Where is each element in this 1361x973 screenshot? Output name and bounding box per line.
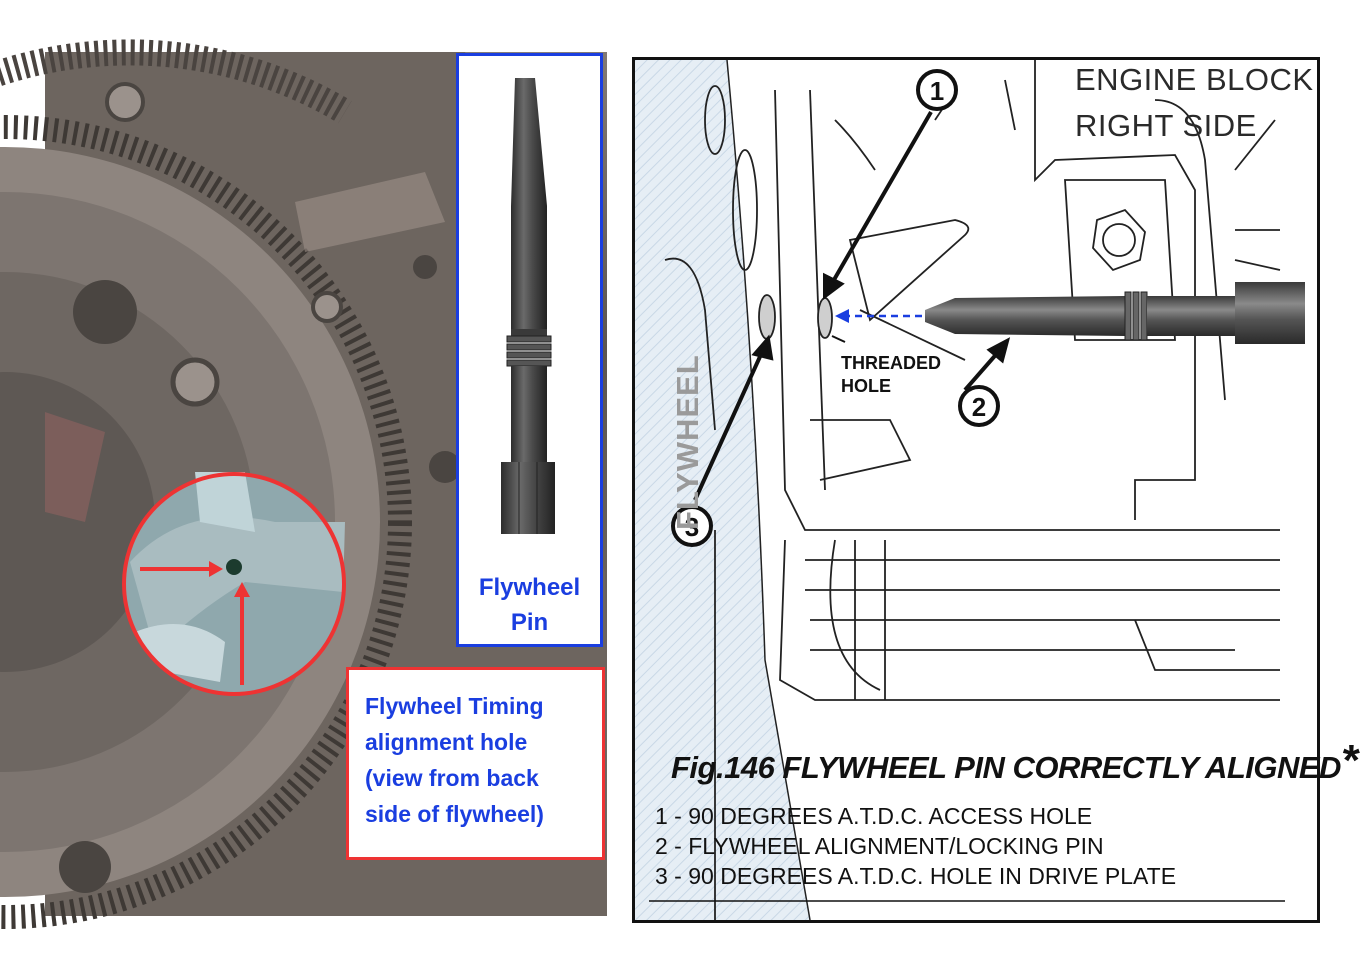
callout-3-circle <box>671 505 713 547</box>
timing-label-line: alignment hole <box>365 729 528 755</box>
threaded-hole-label-line1: THREADED <box>841 353 942 373</box>
figure-title-text: Fig.146 FLYWHEEL PIN CORRECTLY ALIGNED <box>671 750 1341 785</box>
legend-text: - 90 DEGREES A.T.D.C. HOLE IN DRIVE PLAT… <box>667 863 1177 889</box>
timing-hole-box: Flywheel Timing alignment hole (view fro… <box>346 667 605 860</box>
timing-label-line: side of flywheel) <box>365 801 544 827</box>
locking-pin-image <box>925 282 1305 344</box>
legend-number: 2 <box>655 833 668 859</box>
threaded-hole-label: THREADED HOLE <box>841 352 941 398</box>
flywheel-pin-image <box>501 78 555 534</box>
flywheel-region <box>635 60 810 920</box>
timing-label-line: (view from back <box>365 765 539 791</box>
callout-2-number: 2 <box>972 392 986 422</box>
legend-item: 3 - 90 DEGREES A.T.D.C. HOLE IN DRIVE PL… <box>655 863 1176 890</box>
threaded-hole <box>817 297 833 339</box>
figure-title: Fig.146 FLYWHEEL PIN CORRECTLY ALIGNED* <box>671 736 1358 800</box>
diagram-line-art: 1 2 3 <box>635 59 1305 921</box>
legend-item: 1 - 90 DEGREES A.T.D.C. ACCESS HOLE <box>655 803 1092 830</box>
legend-text: - FLYWHEEL ALIGNMENT/LOCKING PIN <box>667 833 1104 859</box>
flywheel-pin-box: Flywheel Pin <box>456 53 603 647</box>
callout-2-circle <box>958 385 1000 427</box>
flywheel-label: FLYWHEEL <box>670 354 705 530</box>
drive-plate-hole <box>758 294 776 340</box>
timing-hole-label: Flywheel Timing alignment hole (view fro… <box>365 688 601 832</box>
legend-text: - 90 DEGREES A.T.D.C. ACCESS HOLE <box>667 803 1093 829</box>
flywheel-pin-label-line1: Flywheel <box>478 574 581 601</box>
callout-1-circle <box>916 69 958 111</box>
threaded-hole-label-line2: HOLE <box>841 376 892 396</box>
flywheel-pin-diagram: 1 2 3 ENGINE BLOCK RIGHT SIDE THREADED H… <box>632 57 1358 923</box>
flywheel-pin-label: Flywheel Pin <box>459 570 600 640</box>
legend-item: 2 - FLYWHEEL ALIGNMENT/LOCKING PIN <box>655 833 1104 860</box>
timing-label-line: Flywheel Timing <box>365 693 544 719</box>
callout-3-number: 3 <box>685 512 699 542</box>
engine-block-label-line1: ENGINE BLOCK <box>1075 62 1314 97</box>
engine-block-label-line2: RIGHT SIDE <box>1075 108 1257 143</box>
legend-number: 3 <box>655 863 668 889</box>
flywheel-pin-label-line2: Pin <box>510 609 549 636</box>
callout-1-number: 1 <box>930 76 944 106</box>
legend-number: 1 <box>655 803 668 829</box>
figure-title-asterisk: * <box>1340 736 1358 785</box>
